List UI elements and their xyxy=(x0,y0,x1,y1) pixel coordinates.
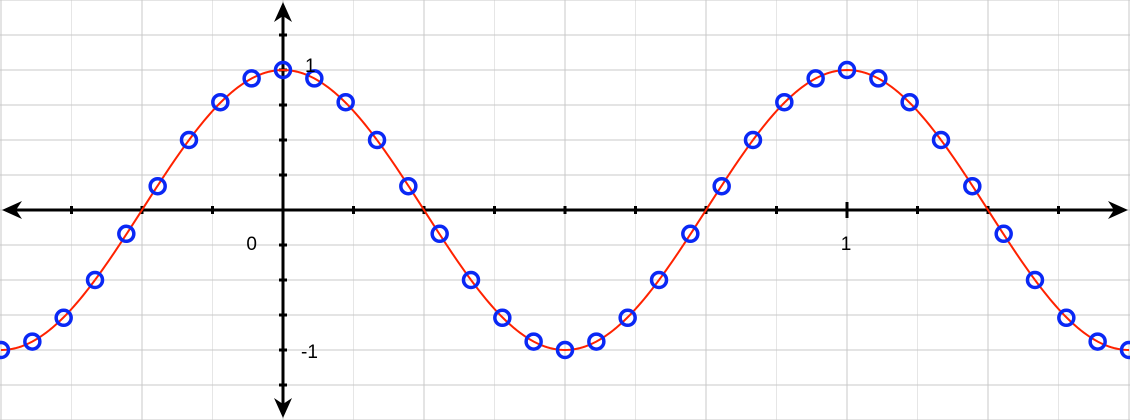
curve-layer xyxy=(0,68,1130,352)
data-point xyxy=(305,69,324,88)
data-point xyxy=(148,176,167,196)
data-point xyxy=(806,69,825,88)
data-point xyxy=(1057,308,1076,328)
data-point xyxy=(869,69,888,88)
y-axis-arrow-down xyxy=(274,398,292,418)
data-point xyxy=(430,224,449,244)
data-point xyxy=(1025,270,1045,290)
data-point xyxy=(211,92,230,112)
cosine-curve xyxy=(0,68,1130,352)
data-point xyxy=(399,176,418,196)
data-point xyxy=(54,308,73,328)
data-point xyxy=(900,92,919,112)
data-point xyxy=(524,332,543,351)
data-point xyxy=(367,130,387,150)
data-point xyxy=(461,270,481,290)
data-point xyxy=(837,60,857,80)
data-point xyxy=(273,60,293,80)
data-point xyxy=(712,176,731,196)
x-axis-arrow-left xyxy=(2,201,22,219)
data-point xyxy=(775,92,794,112)
data-point xyxy=(493,308,512,328)
data-point xyxy=(743,130,763,150)
y-tick-label: 1 xyxy=(305,56,316,77)
data-point xyxy=(179,130,199,150)
y-axis-arrow-up xyxy=(274,2,292,22)
data-point xyxy=(85,270,105,290)
data-point xyxy=(555,340,575,360)
x-tick-label: 0 xyxy=(246,234,257,255)
y-tick-label: -1 xyxy=(301,342,318,363)
data-point xyxy=(681,224,700,244)
data-point xyxy=(0,340,11,360)
data-point xyxy=(931,130,951,150)
data-point xyxy=(23,332,42,351)
data-point xyxy=(618,308,637,328)
data-point xyxy=(963,176,982,196)
data-point xyxy=(649,270,669,290)
x-axis-arrow-right xyxy=(1108,201,1128,219)
data-point xyxy=(336,92,355,112)
marker-layer xyxy=(0,60,1130,360)
data-point xyxy=(587,332,606,351)
data-point xyxy=(1088,332,1107,351)
x-tick-label: 1 xyxy=(841,234,852,255)
tick-labels: 0 1 1 -1 xyxy=(246,56,851,363)
data-point xyxy=(242,69,261,88)
data-point xyxy=(994,224,1013,244)
data-point xyxy=(117,224,136,244)
data-point xyxy=(1119,340,1130,360)
